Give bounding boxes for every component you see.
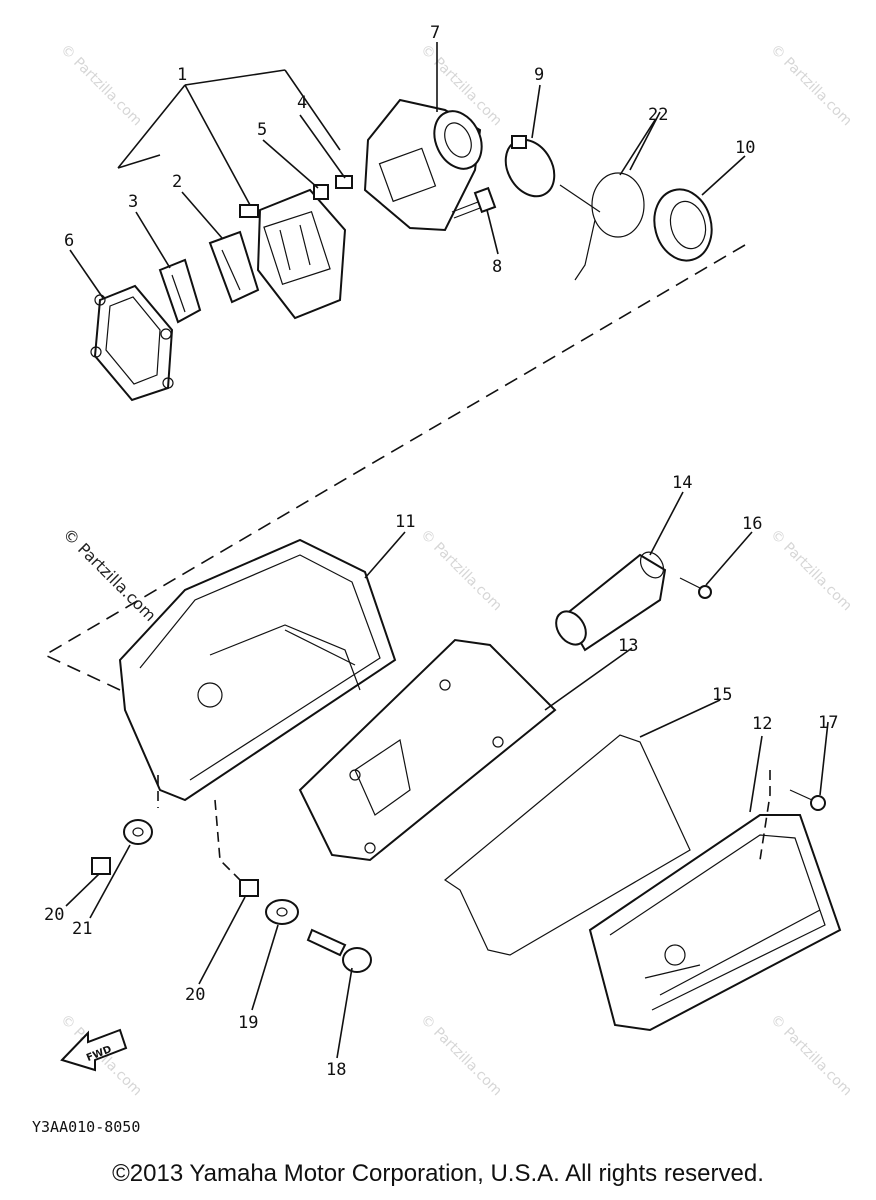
screw-16 (679, 577, 712, 599)
bolt-8 (451, 186, 497, 219)
callout-13: 13 (618, 636, 638, 656)
element-13 (298, 638, 557, 862)
callout-4: 4 (297, 93, 307, 113)
callout-20b: 20 (185, 985, 205, 1005)
dashed-connector-lower (157, 775, 241, 881)
callout-8: 8 (492, 257, 502, 277)
watermark: © Partzilla.com (417, 1012, 505, 1100)
air-box-11 (118, 538, 397, 802)
watermark: © Partzilla.com (767, 42, 855, 130)
watermark: © Partzilla.com (57, 42, 145, 130)
screw-17 (789, 789, 826, 811)
clamp-9 (504, 135, 556, 198)
seal-10 (653, 188, 713, 262)
leader-lines (65, 42, 829, 1059)
duct-14 (555, 551, 667, 652)
callout-1: 1 (177, 65, 187, 85)
callout-12: 12 (752, 714, 772, 734)
callout-14: 14 (672, 473, 692, 493)
callout-11: 11 (395, 512, 415, 532)
callout-18: 18 (326, 1060, 346, 1080)
reed-stopper-2 (208, 230, 260, 304)
spring-clip-22 (559, 172, 645, 281)
grommet-20b (239, 879, 259, 897)
callout-17: 17 (818, 713, 838, 733)
callout-20a: 20 (44, 905, 64, 925)
callout-10: 10 (735, 138, 755, 158)
callout-16: 16 (742, 514, 762, 534)
copyright-text: ©2013 Yamaha Motor Corporation, U.S.A. A… (112, 1160, 764, 1187)
watermark: © Partzilla.com (417, 527, 505, 615)
manifold-7 (363, 98, 483, 232)
watermark: © Partzilla.com (767, 1012, 855, 1100)
grommet-20a (91, 857, 111, 875)
watermark-dark: © Partzilla.com (59, 524, 160, 625)
callout-22: 22 (648, 105, 668, 125)
callout-6: 6 (64, 231, 74, 251)
callouts: 1 2 3 4 5 6 7 8 9 10 11 12 13 14 15 16 1… (44, 23, 838, 1080)
watermark: © Partzilla.com (767, 527, 855, 615)
cover-12 (588, 814, 842, 1032)
washer-19 (265, 899, 299, 925)
callout-21: 21 (72, 919, 92, 939)
dashed-connector-upper (43, 244, 746, 691)
callout-7: 7 (430, 23, 440, 43)
callout-5: 5 (257, 120, 267, 140)
callout-3: 3 (128, 192, 138, 212)
gasket-6 (90, 284, 174, 402)
callout-19: 19 (238, 1013, 258, 1033)
bracket-1 (117, 69, 341, 169)
reed-valve-1 (239, 188, 347, 320)
reed-3 (158, 258, 202, 324)
diagram-code: Y3AA010-8050 (32, 1118, 141, 1136)
callout-15: 15 (712, 685, 732, 705)
dashed-connector-17 (759, 770, 771, 861)
callout-9: 9 (534, 65, 544, 85)
callout-2: 2 (172, 172, 182, 192)
bolt-18 (306, 928, 372, 973)
gasket-15 (443, 734, 691, 956)
collar-21 (123, 819, 153, 845)
